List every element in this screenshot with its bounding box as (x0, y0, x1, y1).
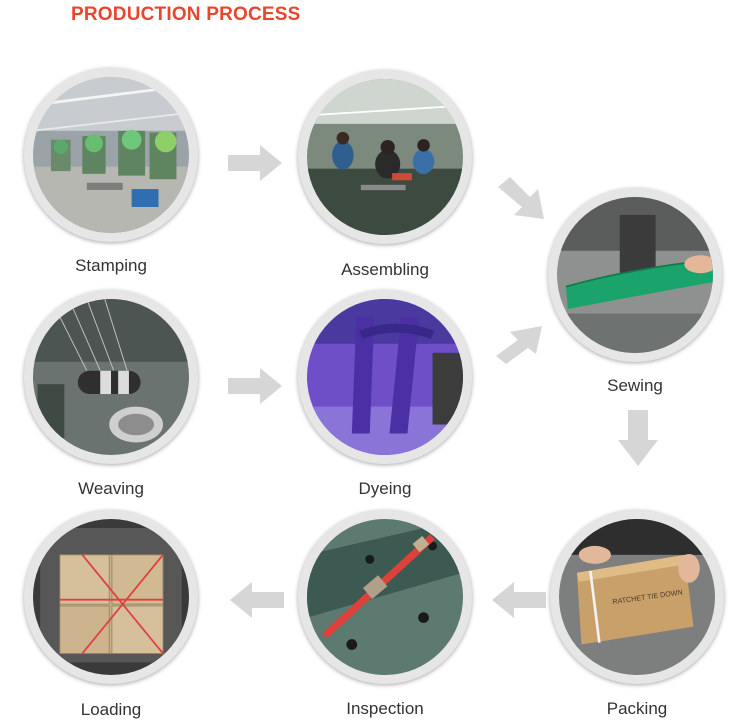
packing-label: Packing (606, 699, 668, 718)
step-packing: RATCHET TIE DOWN Packing (550, 510, 724, 718)
arrow-left-icon (230, 582, 284, 618)
stamping-photo (24, 68, 198, 242)
loading-label: Loading (80, 700, 142, 719)
step-dyeing: Dyeing (298, 290, 472, 498)
step-loading: Loading (24, 510, 198, 719)
arrow-right-icon (228, 145, 282, 181)
page-title: PRODUCTION PROCESS (71, 4, 301, 25)
packing-photo: RATCHET TIE DOWN (550, 510, 724, 684)
arrow-down-icon (618, 410, 658, 466)
step-assembling: Assembling (298, 70, 472, 279)
step-inspection: Inspection (298, 510, 472, 718)
step-weaving: Weaving (24, 290, 198, 498)
dyeing-photo (298, 290, 472, 464)
arrow-left-icon (492, 582, 546, 618)
arrow-right-icon (228, 368, 282, 404)
stamping-label: Stamping (75, 256, 147, 275)
arrow-diagonal-up-icon (496, 326, 542, 364)
sewing-photo (548, 188, 722, 362)
assembling-photo (298, 70, 472, 244)
arrow-diagonal-down-icon (498, 177, 544, 219)
inspection-label: Inspection (346, 699, 424, 718)
step-stamping: Stamping (24, 68, 198, 275)
loading-photo (24, 510, 198, 684)
dyeing-label: Dyeing (358, 479, 412, 498)
weaving-photo (24, 290, 198, 464)
weaving-label: Weaving (78, 479, 144, 498)
inspection-photo (298, 510, 472, 684)
sewing-label: Sewing (607, 376, 663, 395)
step-sewing: Sewing (548, 188, 722, 395)
assembling-label: Assembling (341, 260, 429, 279)
